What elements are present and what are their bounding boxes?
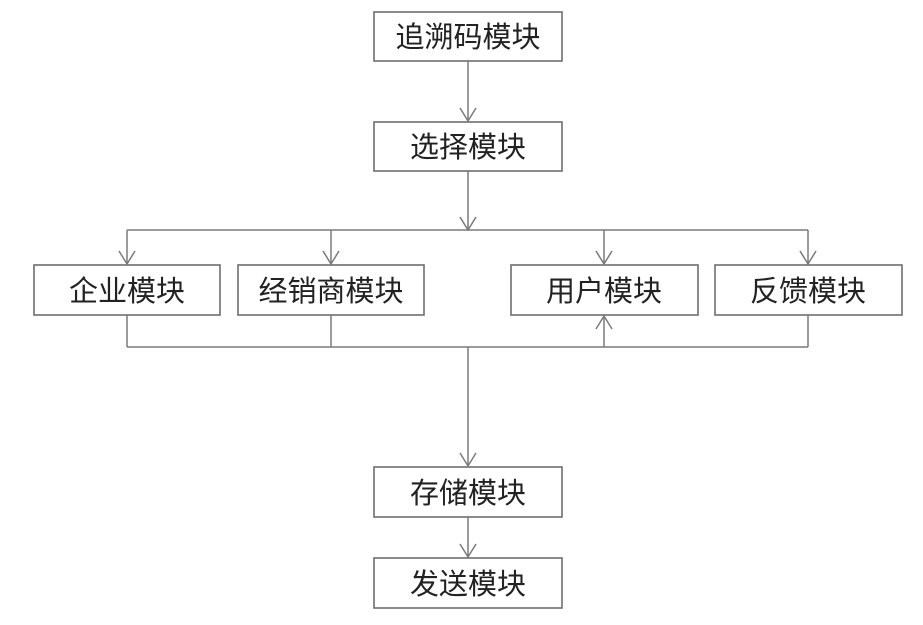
arrow-storage-to-sending: [460, 517, 476, 557]
selection-label: 选择模块: [410, 130, 526, 164]
sending-label: 发送模块: [410, 567, 526, 601]
user-label: 用户模块: [546, 274, 662, 308]
feedback-label: 反馈模块: [750, 274, 866, 308]
arrow-bus-to-enterprise: [119, 230, 135, 264]
distributor-label: 经销商模块: [258, 274, 403, 308]
trace-code-label: 追溯码模块: [395, 20, 540, 54]
box-trace-code: 追溯码模块: [374, 12, 562, 61]
box-storage: 存储模块: [374, 467, 562, 517]
box-feedback: 反馈模块: [715, 265, 902, 315]
arrow-bus-to-user: [596, 230, 612, 264]
arrow-bus-to-feedback: [800, 230, 816, 264]
box-enterprise: 企业模块: [34, 265, 220, 315]
box-selection: 选择模块: [374, 122, 562, 171]
arrow-bar-to-user: [596, 316, 612, 347]
storage-label: 存储模块: [410, 476, 526, 510]
enterprise-label: 企业模块: [69, 274, 185, 308]
box-sending: 发送模块: [374, 558, 562, 608]
arrow-bar-to-storage: [460, 347, 476, 466]
arrow-selection-to-bus: [460, 171, 476, 230]
box-distributor: 经销商模块: [238, 265, 424, 315]
box-user: 用户模块: [511, 265, 698, 315]
arrow-bus-to-distributor: [323, 230, 339, 264]
arrow-trace-to-selection: [460, 61, 476, 121]
